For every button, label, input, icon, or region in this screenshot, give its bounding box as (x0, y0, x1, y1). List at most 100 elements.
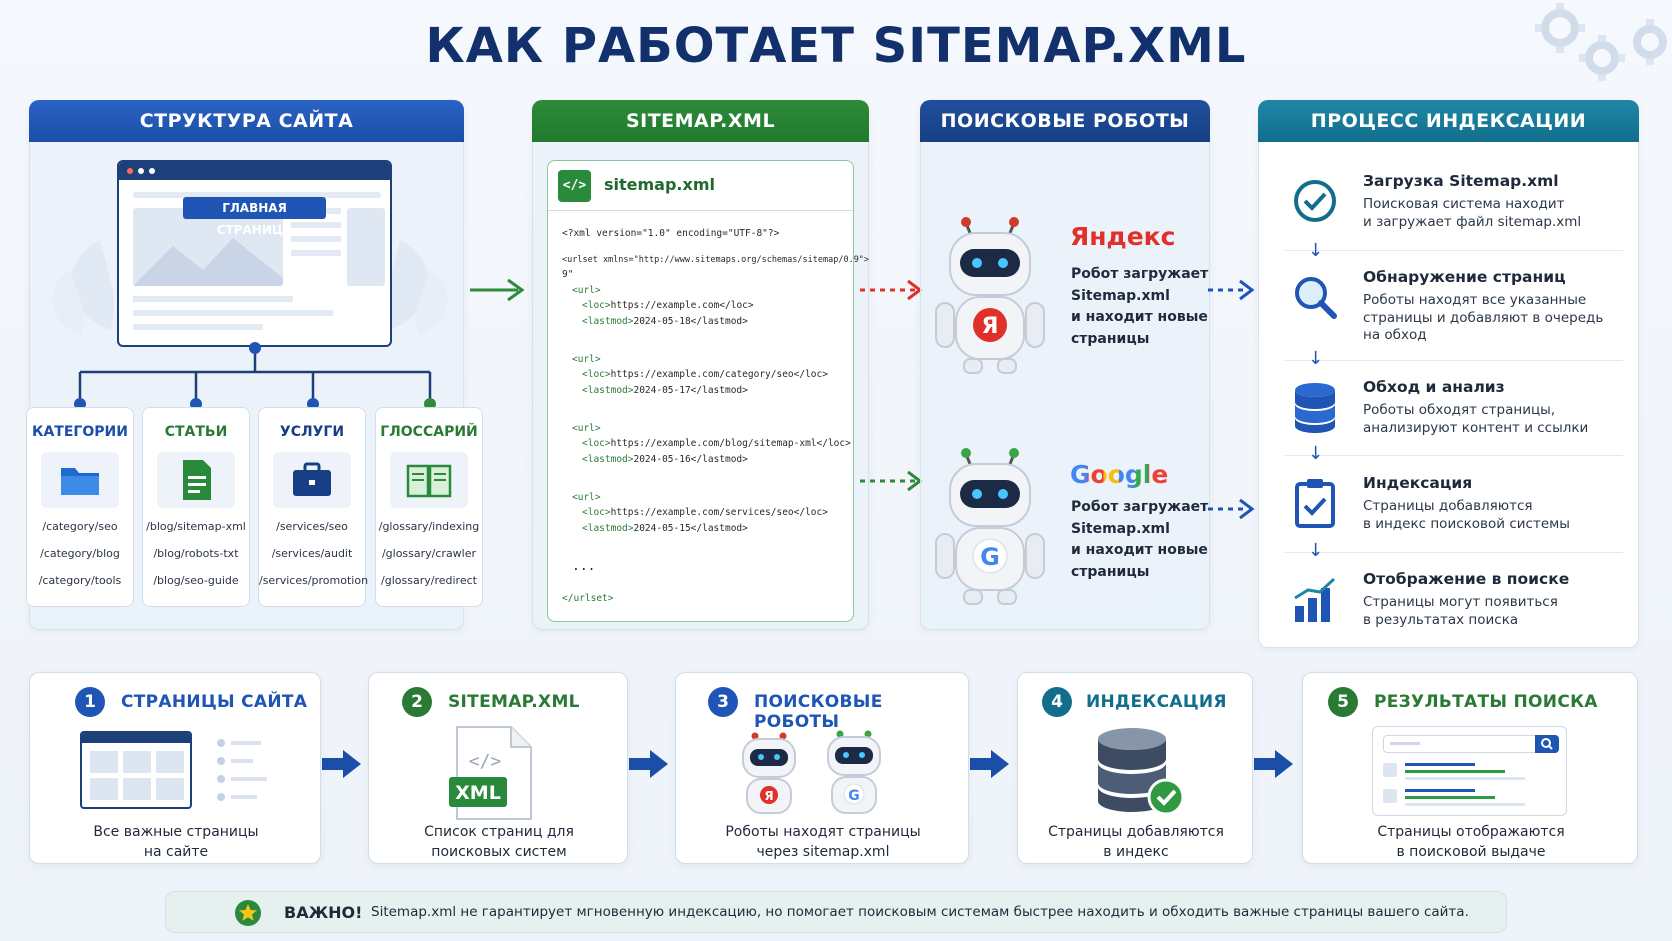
category-card-title: ГЛОССАРИЙ (380, 424, 478, 440)
flow-arrow-head (1275, 750, 1293, 778)
list-icon (217, 739, 267, 801)
yandex-robot-icon: Я (742, 732, 796, 814)
folder-icon (41, 452, 119, 508)
url-open-tag: <url> (572, 285, 601, 296)
lastmod-line: <lastmod>2024-05-17</lastmod> (582, 385, 748, 396)
lastmod-line: <lastmod>2024-05-16</lastmod> (582, 454, 748, 465)
category-card-services[interactable]: УСЛУГИ /services/seo /services/audit /se… (258, 407, 369, 607)
sitemap-file-header: </> sitemap.xml (548, 161, 853, 211)
home-page-browser (117, 160, 392, 347)
loc-line: <loc>https://example.com/services/seo</l… (582, 507, 828, 518)
code-ellipsis: ... (572, 559, 596, 574)
home-page-label: ГЛАВНАЯ СТРАНИЦА (183, 197, 326, 237)
sitemap-header: SITEMAP.XML (532, 100, 869, 142)
loc-line: <loc>https://example.com/blog/sitemap-xm… (582, 438, 851, 449)
yandex-badge: Я (982, 314, 999, 339)
flow-card-search-results: 5 РЕЗУЛЬТАТЫ ПОИСКА Страницы отображаютс… (1302, 672, 1638, 864)
category-card-glossary[interactable]: ГЛОССАРИЙ /glossary/indexing /glossary/c… (375, 407, 483, 607)
google-logo: Google (1070, 460, 1168, 489)
flow-arrow (970, 758, 992, 770)
category-link[interactable]: /services/audit (271, 547, 353, 560)
important-text: Sitemap.xml не гарантирует мгновенную ин… (371, 904, 1469, 920)
category-card-title: СТАТЬИ (164, 424, 228, 440)
clipboard-check-icon (1295, 479, 1335, 528)
briefcase-icon (273, 452, 351, 508)
category-link[interactable]: /category/seo (42, 520, 118, 533)
database-check-icon (1098, 728, 1185, 816)
check-circle-icon (1294, 180, 1336, 222)
google-robot-description: Робот загружает Sitemap.xml и находит но… (1071, 499, 1209, 580)
svg-text:G: G (848, 788, 860, 804)
category-card-categories[interactable]: КАТЕГОРИИ /category/seo /category/blog /… (26, 407, 134, 607)
xml-declaration: <?xml version="1.0" encoding="UTF-8"?> (562, 228, 780, 239)
category-card-articles[interactable]: СТАТЬИ /blog/sitemap-xml /blog/robots-tx… (142, 407, 250, 607)
flow-arrow (1254, 758, 1276, 770)
hero-image-placeholder (133, 208, 283, 286)
indexing-step: Обход и анализ Роботы обходят страницы,а… (1363, 378, 1589, 436)
category-link[interactable]: /blog/robots-txt (153, 547, 239, 560)
flow-arrow-head (650, 750, 668, 778)
magnifier-icon (1295, 277, 1337, 319)
google-badge: G (980, 543, 1000, 571)
category-link[interactable]: /services/promotion (259, 574, 369, 587)
indexing-step: Загрузка Sitemap.xml Поисковая система н… (1363, 172, 1582, 230)
search-icon (1535, 735, 1559, 753)
yandex-logo: Яндекс (1070, 222, 1176, 251)
google-robot-icon: G (935, 448, 1045, 605)
window-dot-icon (149, 168, 155, 174)
flow-arrow-head (343, 750, 361, 778)
step-number-badge: 2 (402, 687, 432, 717)
flow-card-title: ПОИСКОВЫЕ РОБОТЫ (754, 692, 883, 732)
code-icon: </> (558, 170, 591, 202)
star-badge-icon (235, 900, 261, 926)
side-image-placeholder (347, 208, 385, 286)
flow-card-title: РЕЗУЛЬТАТЫ ПОИСКА (1374, 692, 1598, 712)
leaf-decoration-icon (385, 240, 448, 335)
xml-label: XML (455, 782, 501, 804)
window-dot-icon (138, 168, 144, 174)
category-link[interactable]: /services/seo (276, 520, 348, 533)
step-number-badge: 3 (708, 687, 738, 717)
svg-text:Я: Я (764, 789, 773, 803)
svg-text:</>: </> (469, 751, 502, 772)
category-link[interactable]: /blog/sitemap-xml (146, 520, 246, 533)
lastmod-line: <lastmod>2024-05-15</lastmod> (582, 523, 748, 534)
search-bar (1383, 735, 1559, 753)
url-open-tag: <url> (572, 354, 601, 365)
indexing-step: Отображение в поиске Страницы могут появ… (1363, 570, 1570, 628)
dotted-arrow-icon (860, 470, 923, 492)
important-note: ВАЖНО! Sitemap.xml не гарантирует мгнове… (165, 891, 1507, 933)
bar-chart-icon (1294, 577, 1336, 622)
robots-header: ПОИСКОВЫЕ РОБОТЫ (920, 100, 1210, 142)
gears-decoration-icon (1535, 3, 1667, 81)
urlset-close-tag: </urlset> (562, 593, 614, 604)
yandex-robot-icon: Я (935, 217, 1045, 374)
url-open-tag: <url> (572, 492, 601, 503)
document-icon (157, 452, 235, 508)
arrow-down-icon: ↓ (1308, 443, 1324, 464)
category-link[interactable]: /glossary/crawler (381, 547, 477, 560)
flow-card-sitemap: 2 SITEMAP.XML </> XML Список страниц для… (368, 672, 628, 864)
site-tree-connectors (74, 342, 436, 410)
urlset-open-tag: <urlset xmlns="http://www.sitemaps.org/s… (562, 255, 870, 265)
category-link[interactable]: /glossary/indexing (378, 520, 480, 533)
category-link[interactable]: /category/blog (40, 547, 120, 560)
book-icon (390, 452, 468, 508)
step-number-badge: 1 (75, 687, 105, 717)
xml-file-icon: </> XML (449, 726, 532, 820)
step-number-badge: 5 (1328, 687, 1358, 717)
database-icon (1295, 383, 1335, 433)
category-link[interactable]: /category/tools (38, 574, 122, 587)
category-link[interactable]: /blog/seo-guide (153, 574, 239, 587)
flow-card-title: СТРАНИЦЫ САЙТА (121, 692, 308, 712)
flow-arrow (629, 758, 651, 770)
arrow-right-icon (470, 278, 525, 302)
category-link[interactable]: /glossary/redirect (381, 574, 477, 587)
